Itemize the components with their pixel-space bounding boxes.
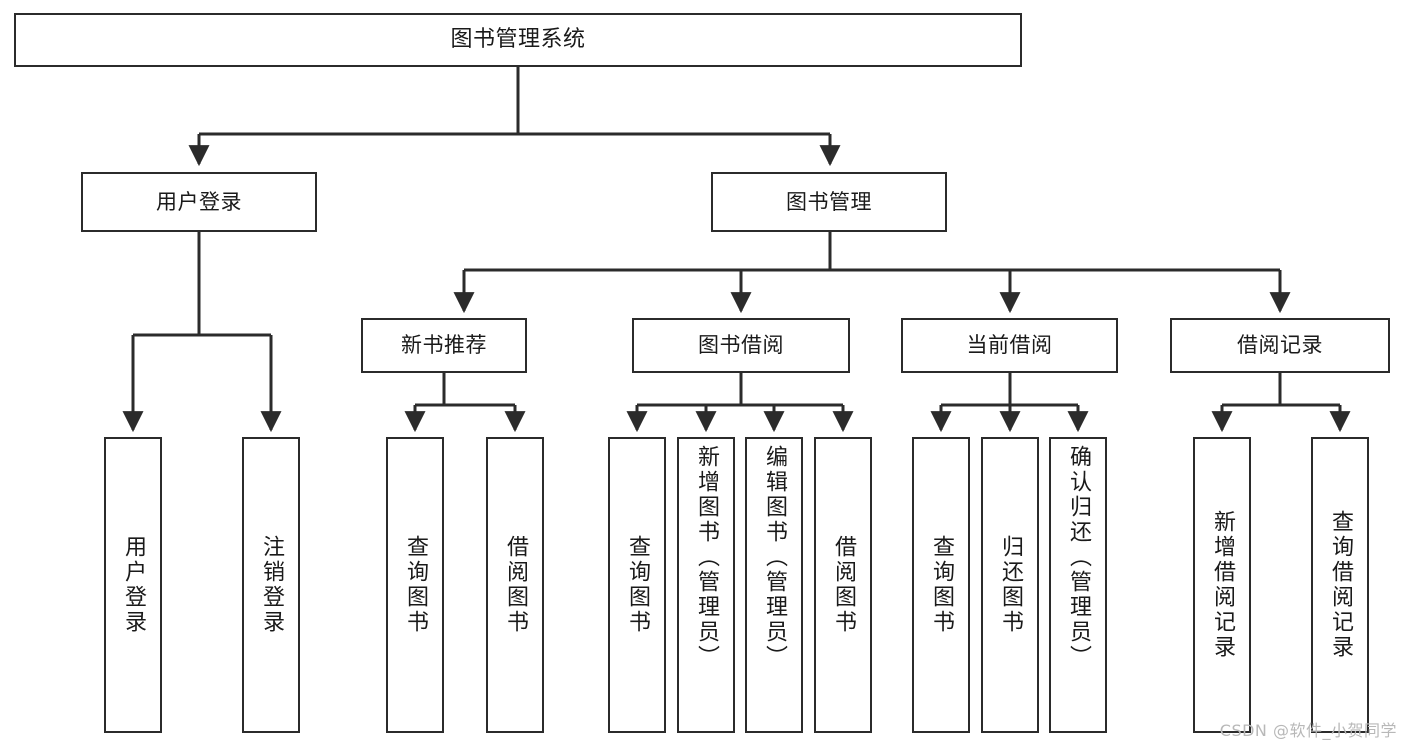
node-new-book-recommend[interactable]: 新书推荐 — [361, 318, 527, 373]
node-label: 归还图书 — [998, 535, 1023, 635]
node-label: 新书推荐 — [401, 333, 487, 358]
node-label: 查询图书 — [625, 535, 650, 635]
node-current-borrow[interactable]: 当前借阅 — [901, 318, 1118, 373]
node-label: 借阅图书 — [831, 535, 856, 635]
node-label: 查询借阅记录 — [1328, 510, 1353, 660]
node-leaf-user-login[interactable]: 用户登录 — [104, 437, 162, 733]
node-label: 借阅记录 — [1237, 333, 1323, 358]
node-leaf-borrow-book-borrow[interactable]: 借阅图书 — [814, 437, 872, 733]
node-book-borrow[interactable]: 图书借阅 — [632, 318, 850, 373]
node-label: 新增借阅记录 — [1210, 510, 1235, 660]
node-label: 图书管理 — [786, 189, 872, 214]
node-leaf-add-book[interactable]: 新增图书（管理员） — [677, 437, 735, 733]
node-leaf-confirm-return[interactable]: 确认归还（管理员） — [1049, 437, 1107, 733]
node-leaf-query-book-borrow[interactable]: 查询图书 — [608, 437, 666, 733]
node-label: 查询图书 — [403, 535, 428, 635]
node-borrow-record[interactable]: 借阅记录 — [1170, 318, 1390, 373]
node-label: 图书借阅 — [698, 333, 784, 358]
node-label: 用户登录 — [156, 189, 242, 214]
node-label: 图书管理系统 — [450, 27, 586, 53]
node-leaf-query-borrow-record[interactable]: 查询借阅记录 — [1311, 437, 1369, 733]
node-leaf-query-book-current[interactable]: 查询图书 — [912, 437, 970, 733]
node-book-manage[interactable]: 图书管理 — [711, 172, 947, 232]
node-leaf-edit-book[interactable]: 编辑图书（管理员） — [745, 437, 803, 733]
node-label: 借阅图书 — [503, 535, 528, 635]
node-label: 查询图书 — [929, 535, 954, 635]
node-leaf-return-book[interactable]: 归还图书 — [981, 437, 1039, 733]
node-label: 注销登录 — [259, 535, 284, 635]
node-leaf-user-logout[interactable]: 注销登录 — [242, 437, 300, 733]
node-user-login[interactable]: 用户登录 — [81, 172, 317, 232]
node-label: 当前借阅 — [966, 333, 1053, 358]
node-leaf-query-book-recommend[interactable]: 查询图书 — [386, 437, 444, 733]
watermark-text: CSDN @软件_小贺同学 — [1219, 721, 1397, 740]
node-label: 用户登录 — [121, 535, 146, 635]
node-root-system[interactable]: 图书管理系统 — [14, 13, 1022, 67]
node-label: 确认归还（管理员） — [1066, 445, 1091, 670]
node-label: 新增图书（管理员） — [694, 445, 719, 670]
node-leaf-borrow-book-recommend[interactable]: 借阅图书 — [486, 437, 544, 733]
node-label: 编辑图书（管理员） — [762, 445, 787, 670]
node-leaf-add-borrow-record[interactable]: 新增借阅记录 — [1193, 437, 1251, 733]
